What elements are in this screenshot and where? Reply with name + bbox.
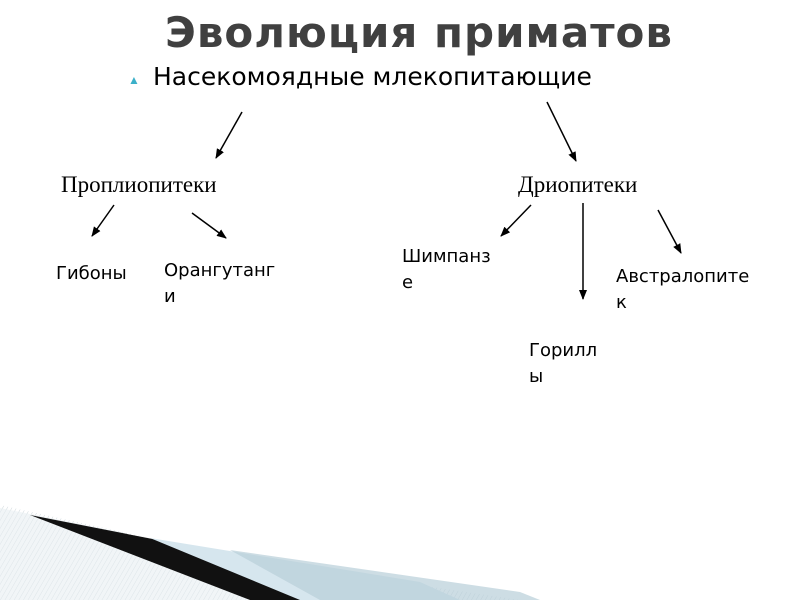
node-chimpanzees-line2: е (402, 272, 414, 293)
slide-title: Эволюция приматов (165, 8, 673, 57)
node-australopithecus-line1: Австралопите (616, 266, 750, 287)
arrow-to-propliopithecus (215, 111, 243, 159)
arrow-to-orangutans (191, 212, 227, 239)
node-dryopithecus: Дриопитеки (518, 172, 638, 197)
node-gorillas-line2: ы (529, 366, 544, 387)
bullet-text: Насекомоядные млекопитающие (153, 62, 592, 91)
node-orangutans-line2: и (164, 286, 176, 307)
node-gorillas: Горилл ы (529, 338, 597, 390)
node-orangutans: Орангутанг и (164, 258, 275, 310)
node-orangutans-line1: Орангутанг (164, 260, 276, 281)
arrow-to-chimpanzees (500, 204, 532, 237)
arrow-to-gibbons (91, 204, 115, 237)
node-gorillas-line1: Горилл (529, 340, 598, 361)
node-chimpanzees: Шимпанз е (402, 244, 491, 296)
node-chimpanzees-line1: Шимпанз (402, 246, 491, 267)
node-australopithecus-line2: к (616, 292, 627, 313)
node-gibbons: Гибоны (56, 263, 127, 284)
bullet-marker-icon: ▲ (128, 73, 140, 87)
node-propliopithecus: Проплиопитеки (61, 172, 217, 197)
node-australopithecus: Австралопите к (616, 264, 749, 316)
arrow-to-dryopithecus (546, 101, 577, 162)
arrow-to-australopithecus (657, 209, 682, 254)
